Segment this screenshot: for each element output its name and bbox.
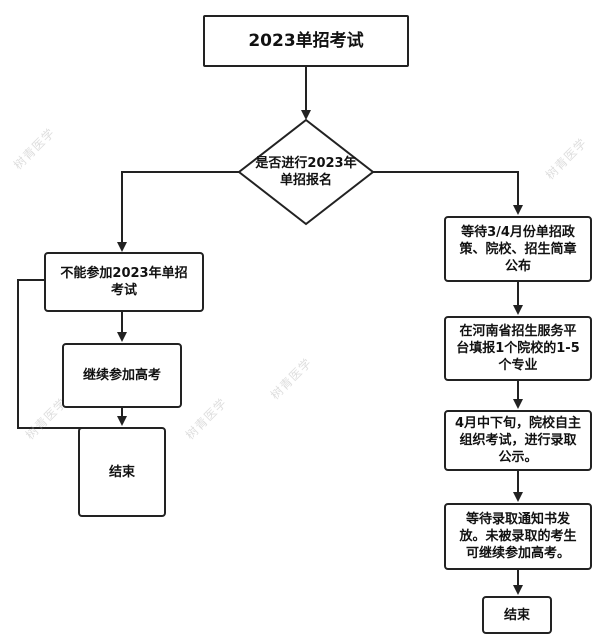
end-left-node: 结束 xyxy=(78,427,166,517)
decision-diamond xyxy=(237,118,375,226)
arrow-decision-to-wait-policy xyxy=(373,171,523,215)
exam-node: 4月中下旬，院校自主 组织考试，进行录取 公示。 xyxy=(444,410,592,471)
decision-label: 是否进行2023年 单招报名 xyxy=(255,156,357,188)
register-node: 在河南省招生服务平 台填报1个院校的1-5 个专业 xyxy=(444,316,592,381)
end-left-label: 结束 xyxy=(108,464,135,480)
start-node: 2023单招考试 xyxy=(203,15,409,67)
bypass-line-no-enroll-to-end xyxy=(17,279,122,429)
start-node-label: 2023单招考试 xyxy=(248,30,364,51)
register-label: 在河南省招生服务平 台填报1个院校的1-5 个专业 xyxy=(456,324,580,373)
wait-policy-label: 等待3/4月份单招政 策、院校、招生简章 公布 xyxy=(459,224,577,274)
arrow-decision-to-no-enroll xyxy=(117,171,239,252)
no-enroll-node: 不能参加2023年单招 考试 xyxy=(44,252,204,312)
notice-label: 等待录取通知书发 放。未被录取的考生 可继续参加高考。 xyxy=(459,512,577,561)
end-right-label: 结束 xyxy=(503,607,530,623)
exam-label: 4月中下旬，院校自主 组织考试，进行录取 公示。 xyxy=(454,416,582,465)
end-right-node: 结束 xyxy=(482,596,552,634)
gaokao-node: 继续参加高考 xyxy=(62,343,182,408)
wait-policy-node: 等待3/4月份单招政 策、院校、招生简章 公布 xyxy=(444,216,592,282)
no-enroll-label: 不能参加2023年单招 考试 xyxy=(60,266,188,298)
notice-node: 等待录取通知书发 放。未被录取的考生 可继续参加高考。 xyxy=(444,503,592,570)
gaokao-label: 继续参加高考 xyxy=(82,368,161,383)
